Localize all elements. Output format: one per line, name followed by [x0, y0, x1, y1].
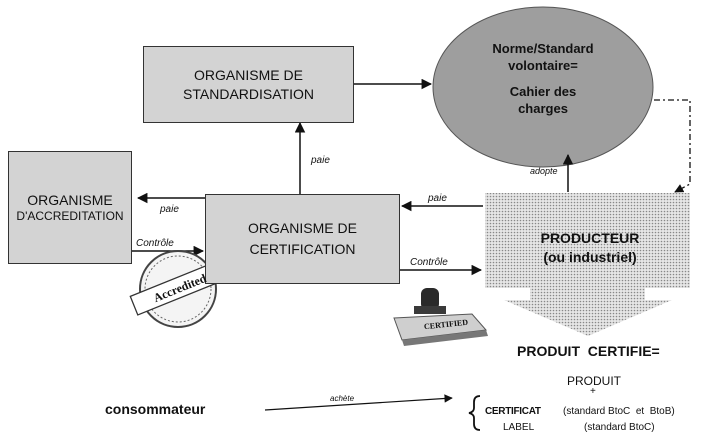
arrow-consommateur-achete — [264, 394, 453, 411]
produit-label: PRODUIT — [567, 374, 621, 388]
label-label: LABEL — [503, 422, 535, 433]
brace — [468, 395, 481, 431]
standardisation-line1: ORGANISME DE — [194, 66, 303, 83]
organisme-certification-box: ORGANISME DE CERTIFICATION — [205, 194, 400, 284]
producteur-down-arrow — [504, 288, 672, 336]
edge-label-paie-prod: paie — [428, 193, 447, 204]
produit-certifie-label: PRODUIT CERTIFIE= — [517, 343, 660, 359]
certificat-desc: (standard BtoC et BtoB) — [563, 406, 675, 417]
organisme-standardisation-box: ORGANISME DE STANDARDISATION — [143, 46, 354, 123]
certified-stamp — [393, 288, 488, 346]
edge-label-achete: achète — [330, 394, 355, 403]
certification-line1: ORGANISME DE — [248, 220, 357, 236]
norme-text: Norme/Standard volontaire= Cahier des ch… — [453, 40, 633, 117]
certificat-label: CERTIFICAT — [485, 406, 541, 417]
certification-line2: CERTIFICATION — [249, 241, 356, 257]
norme-line2: volontaire= — [508, 58, 578, 73]
standardisation-line2: STANDARDISATION — [183, 85, 314, 102]
organisme-accreditation-box: ORGANISME D'ACCREDITATION — [8, 151, 132, 264]
producteur-area — [485, 193, 690, 288]
producteur-line1: PRODUCTEUR — [540, 230, 640, 246]
plus-sign: + — [590, 386, 596, 397]
edge-label-controle-prod: Contrôle — [410, 257, 448, 268]
label-desc: (standard BtoC) — [584, 422, 655, 433]
producteur-line2: (ou industriel) — [543, 249, 637, 265]
arrow-norme-to-prod-dashed — [654, 99, 691, 193]
edge-label-paie-accr: paie — [160, 204, 179, 215]
accreditation-line1: ORGANISME — [27, 191, 113, 208]
edge-label-adopte: adopte — [530, 166, 558, 176]
norme-line4: charges — [518, 101, 568, 116]
norme-line3: Cahier des — [509, 84, 577, 99]
edge-label-controle-accr: Contrôle — [136, 238, 174, 249]
accreditation-line2: D'ACCREDITATION — [16, 208, 124, 223]
norme-line1: Norme/Standard — [492, 41, 594, 56]
edge-label-paie-std: paie — [311, 155, 330, 166]
accredited-stamp — [129, 250, 228, 328]
consommateur-label: consommateur — [105, 401, 206, 417]
producteur-text: PRODUCTEUR (ou industriel) — [490, 229, 690, 267]
norme-ellipse — [432, 6, 654, 168]
